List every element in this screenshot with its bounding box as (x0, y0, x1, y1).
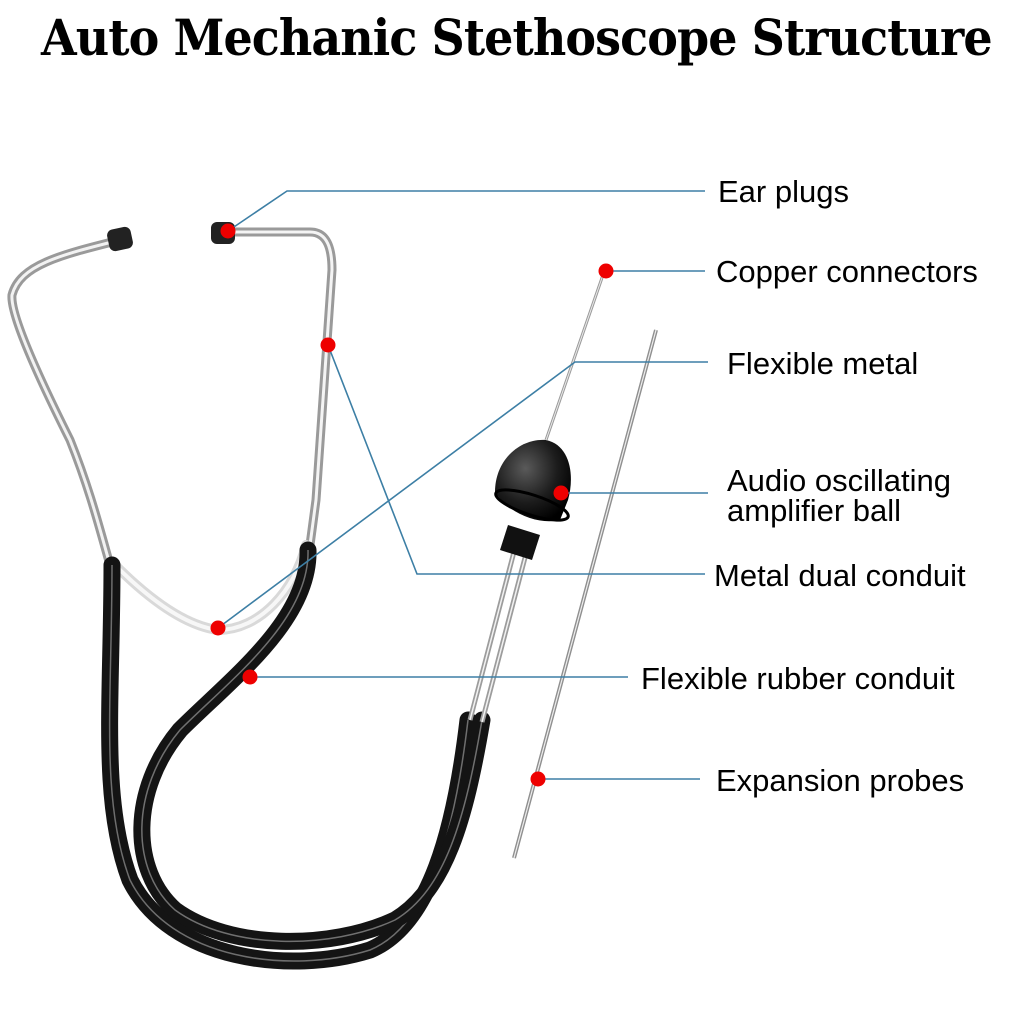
leader-line (227, 190, 705, 232)
callout-label: Audio oscillating (727, 463, 951, 498)
callout-expansion-probes: Expansion probes (530, 763, 964, 798)
metal-dual-conduit-rods (467, 547, 530, 723)
leader-line (217, 361, 708, 629)
amplifier-ball (494, 439, 571, 560)
callout-ear-plugs: Ear plugs (220, 174, 849, 239)
marker-dot (598, 263, 614, 279)
leader-line (327, 344, 705, 575)
callout-metal-dual-conduit: Metal dual conduit (320, 337, 966, 593)
callout-flexible-rubber-conduit: Flexible rubber conduit (242, 661, 955, 696)
marker-dot (320, 337, 336, 353)
callout-label: Flexible metal (727, 346, 918, 381)
callout-label: Flexible rubber conduit (641, 661, 955, 696)
left-ear-tip (107, 226, 133, 252)
callout-label: Copper connectors (716, 254, 978, 289)
stethoscope-illustration (7, 222, 658, 970)
callout-flexible-metal: Flexible metal (210, 346, 918, 636)
marker-dot (220, 223, 236, 239)
page-title: Auto Mechanic Stethoscope Structure (40, 8, 993, 67)
rubber-tube-right (133, 541, 491, 950)
marker-dot (530, 771, 546, 787)
callout-label: amplifier ball (727, 493, 901, 528)
marker-dot (553, 485, 569, 501)
callout-label: Metal dual conduit (714, 558, 966, 593)
callout-copper-connectors: Copper connectors (598, 254, 978, 289)
callout-label: Ear plugs (718, 174, 849, 209)
marker-dot (210, 620, 226, 636)
marker-dot (242, 669, 258, 685)
left-binaural-tube (7, 235, 125, 570)
callout-label: Expansion probes (716, 763, 964, 798)
